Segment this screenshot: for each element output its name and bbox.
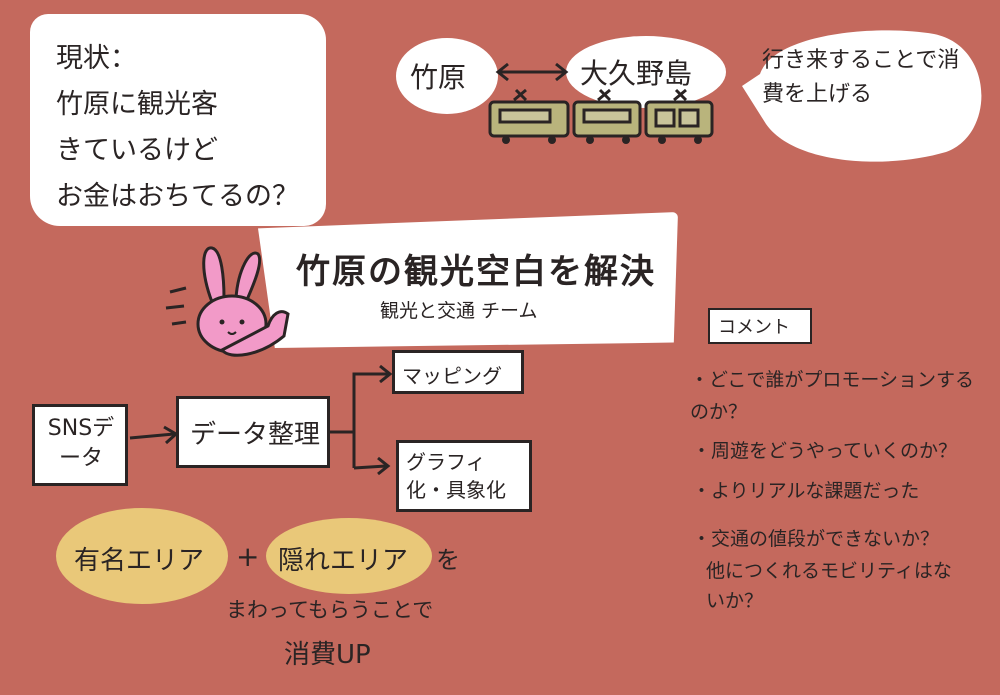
sns-data-label: SNSデータ xyxy=(47,416,115,471)
comment-item-2: ・周遊をどうやっていくのか？ xyxy=(692,440,958,462)
data-organize-box xyxy=(176,396,330,468)
sns-data-box xyxy=(32,404,128,486)
areas-line-2: まわってもらうことで xyxy=(226,598,434,622)
branch-arrows-icon xyxy=(330,364,393,476)
comment-item-3: ・よりリアルな課題だった xyxy=(692,480,920,502)
mapping-label: マッピング xyxy=(402,364,502,388)
flow-arrow-icon xyxy=(129,425,179,445)
speech-bubble-shape xyxy=(742,30,982,162)
title-box xyxy=(258,212,678,348)
comment-header-box xyxy=(708,308,812,344)
speech-bubble-text: 行き来することで消費を上げる xyxy=(762,44,962,112)
rabbit-icon xyxy=(165,246,290,357)
page-subtitle: 観光と交通 チーム xyxy=(380,300,538,322)
okunoshima-label: 大久野島 xyxy=(580,57,693,90)
hidden-area-label: 隠れエリア xyxy=(278,546,409,576)
train-icon xyxy=(488,88,714,144)
areas-line-3: 消費UP xyxy=(284,640,371,670)
comment-header: コメント xyxy=(718,317,790,338)
okunoshima-bubble xyxy=(566,36,726,108)
data-organize-label: データ整理 xyxy=(190,420,321,450)
famous-area-label: 有名エリア xyxy=(74,546,205,576)
comment-item-1: ・どこで誰がプロモーションするのか？ xyxy=(690,369,975,423)
graphic-label: グラフィ化・具象化 xyxy=(406,450,506,502)
comment-item-5: 他につくれるモビリティはないか？ xyxy=(706,560,952,612)
particle-wo: を xyxy=(436,546,460,574)
takehara-label: 竹原 xyxy=(410,61,467,94)
plus-sign: + xyxy=(236,540,260,573)
comment-item-4: ・交通の値段ができないか？ xyxy=(692,528,940,550)
famous-area-blob xyxy=(56,508,228,604)
status-note-text: 現状： 竹原に観光客 きているけど お金はおちてるの？ xyxy=(56,43,299,212)
route-arrow-icon xyxy=(495,62,569,82)
graphic-box xyxy=(396,440,532,512)
status-note-card: 現状： 竹原に観光客 きているけど お金はおちてるの？ xyxy=(30,14,326,226)
page-title: 竹原の観光空白を解決 xyxy=(296,252,656,292)
mapping-box xyxy=(392,350,524,394)
takehara-bubble xyxy=(396,38,498,114)
speech-bubble-content: 行き来することで消費を上げる xyxy=(762,48,960,107)
hidden-area-blob xyxy=(266,518,432,594)
